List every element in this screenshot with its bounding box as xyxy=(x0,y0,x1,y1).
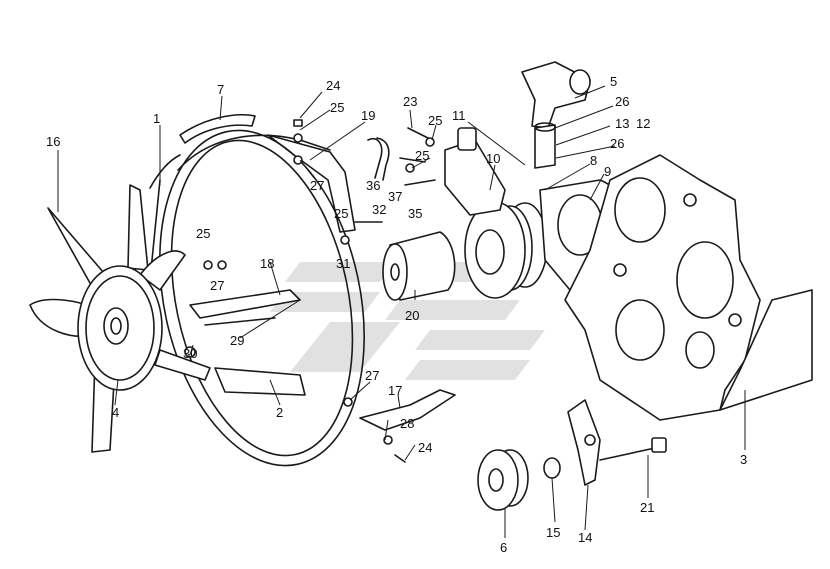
callout-25-top: 25 xyxy=(330,100,344,115)
bracket xyxy=(267,134,356,233)
callout-labels: 1 2 3 4 5 6 7 8 9 10 11 12 13 14 15 16 1… xyxy=(46,74,747,555)
bypass-hose-and-tee xyxy=(521,61,591,169)
cover-plate xyxy=(719,289,813,411)
callout-35: 35 xyxy=(408,206,422,221)
callout-13: 13 xyxy=(615,116,629,131)
callout-25-mid: 25 xyxy=(415,148,429,163)
callout-6: 6 xyxy=(500,540,507,555)
callout-7: 7 xyxy=(217,82,224,97)
callout-25-pump: 25 xyxy=(428,113,442,128)
callout-25-shroud: 25 xyxy=(334,206,348,221)
callout-16: 16 xyxy=(46,134,60,149)
callout-5: 5 xyxy=(610,74,617,89)
small-pipe xyxy=(367,137,390,181)
cooling-fan xyxy=(29,184,211,453)
lower-bracket xyxy=(343,389,456,463)
bushing xyxy=(543,457,561,479)
fan-spacer-hub xyxy=(382,231,456,301)
bolt xyxy=(599,437,667,461)
callout-20: 20 xyxy=(405,308,419,323)
callout-12: 12 xyxy=(636,116,650,131)
callout-37: 37 xyxy=(388,189,402,204)
callout-26-bottom: 26 xyxy=(610,136,624,151)
callout-2: 2 xyxy=(276,405,283,420)
callout-36: 36 xyxy=(366,178,380,193)
callout-8: 8 xyxy=(590,153,597,168)
callout-18: 18 xyxy=(260,256,274,271)
callout-25-fan: 25 xyxy=(196,226,210,241)
thermostat-housing xyxy=(444,127,506,216)
callout-10: 10 xyxy=(486,151,500,166)
callout-3: 3 xyxy=(740,452,747,467)
callout-21: 21 xyxy=(640,500,654,515)
callout-26-top: 26 xyxy=(615,94,629,109)
callout-27-bottom: 27 xyxy=(365,368,379,383)
callout-27-fan: 27 xyxy=(210,278,224,293)
callout-11: 11 xyxy=(452,108,466,123)
callout-23: 23 xyxy=(403,94,417,109)
callout-32: 32 xyxy=(372,202,386,217)
callout-19: 19 xyxy=(361,108,375,123)
callout-17: 17 xyxy=(388,383,402,398)
tensioner-bracket xyxy=(567,399,601,486)
pump-pulley xyxy=(464,201,548,299)
callout-14: 14 xyxy=(578,530,592,545)
shroud-support-bracket xyxy=(184,289,306,396)
leader-lines xyxy=(57,85,746,538)
shroud-arc-segment xyxy=(179,114,256,144)
callout-15: 15 xyxy=(546,525,560,540)
idler-pulley xyxy=(477,449,529,511)
callout-24-bottom: 24 xyxy=(418,440,432,455)
callout-1: 1 xyxy=(153,111,160,126)
callout-24-top: 24 xyxy=(326,78,340,93)
callout-28: 28 xyxy=(400,416,414,431)
callout-27-top: 27 xyxy=(310,178,324,193)
callout-30: 30 xyxy=(183,346,197,361)
callout-9: 9 xyxy=(604,164,611,179)
timing-gear-cover xyxy=(564,154,761,421)
callout-29: 29 xyxy=(230,333,244,348)
callout-31: 31 xyxy=(336,256,350,271)
callout-4: 4 xyxy=(112,405,119,420)
